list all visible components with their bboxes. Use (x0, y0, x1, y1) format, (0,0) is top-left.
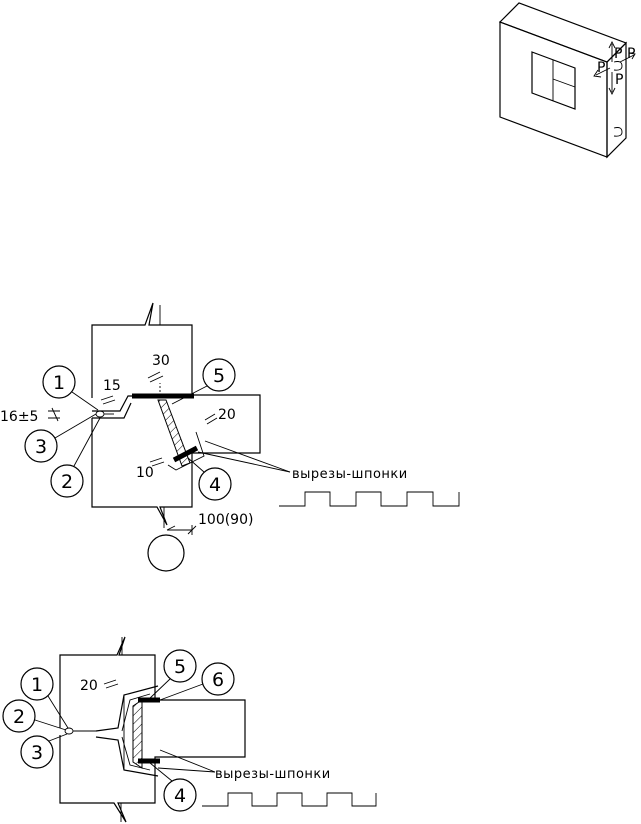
callout-circle-2 (50, 464, 84, 498)
panel-isometric: P P P P (498, 2, 636, 159)
detail-marker-circle (147, 534, 185, 572)
dim-30: 30 (152, 353, 170, 369)
dim2-20: 20 (80, 678, 98, 694)
callout-1: 1 (53, 372, 65, 394)
callout-circle-4 (198, 467, 232, 501)
callout2-6: 6 (212, 669, 224, 691)
dim-10: 10 (136, 465, 154, 481)
weld-inclined (172, 445, 199, 463)
key-cutout-profile-2 (202, 792, 377, 807)
dim-gap: 16±5 (0, 409, 38, 425)
callout-3: 3 (35, 436, 47, 458)
callout2-circle-2 (2, 699, 36, 733)
connector-element (95, 410, 114, 418)
callout2-5: 5 (174, 656, 186, 678)
dim-15: 15 (103, 378, 121, 394)
key-cutout-profile (279, 491, 460, 507)
keys-label: вырезы-шпонки (292, 467, 408, 482)
callout2-circle-4 (163, 778, 197, 812)
callout-4: 4 (209, 474, 221, 496)
dim-100: 100(90) (198, 512, 253, 528)
joint-detail-2: 1 2 3 5 6 4 20 вырезы-шпонки (2, 636, 377, 823)
panel-top-face (498, 2, 628, 63)
callout2-1: 1 (31, 674, 43, 696)
callout2-4: 4 (174, 785, 186, 807)
joint-detail-1: 1 3 2 5 4 16±5 15 30 20 10 100(90) вырез… (0, 302, 460, 572)
joint-bracket (95, 685, 159, 732)
callout-5: 5 (213, 365, 225, 387)
wall-outline (91, 302, 261, 526)
callout-2: 2 (61, 471, 73, 493)
load-label-bottom: P (615, 72, 623, 88)
panel-window (531, 51, 576, 110)
callout2-2: 2 (13, 706, 25, 728)
callout2-circle-6 (201, 662, 235, 696)
load-arrows (593, 40, 636, 137)
callout-circle-5 (202, 358, 236, 392)
load-label-left: P (597, 60, 605, 76)
callout2-3: 3 (31, 742, 43, 764)
callout-circle-1 (42, 365, 76, 399)
callout2-circle-1 (20, 667, 54, 701)
callout2-circle-5 (163, 649, 197, 683)
connector-element-2 (64, 727, 96, 735)
load-label-top: P (614, 46, 622, 62)
wall-outline-2 (59, 636, 246, 823)
load-label-right: P (627, 46, 635, 62)
panel-side-face (606, 41, 627, 159)
callout-circle-3 (24, 429, 58, 463)
sealing-insert-2 (132, 699, 143, 769)
callout2-circle-3 (20, 735, 54, 769)
keys-label-2: вырезы-шпонки (215, 767, 331, 782)
panel-front-face (499, 21, 608, 158)
dim-20: 20 (218, 407, 236, 423)
